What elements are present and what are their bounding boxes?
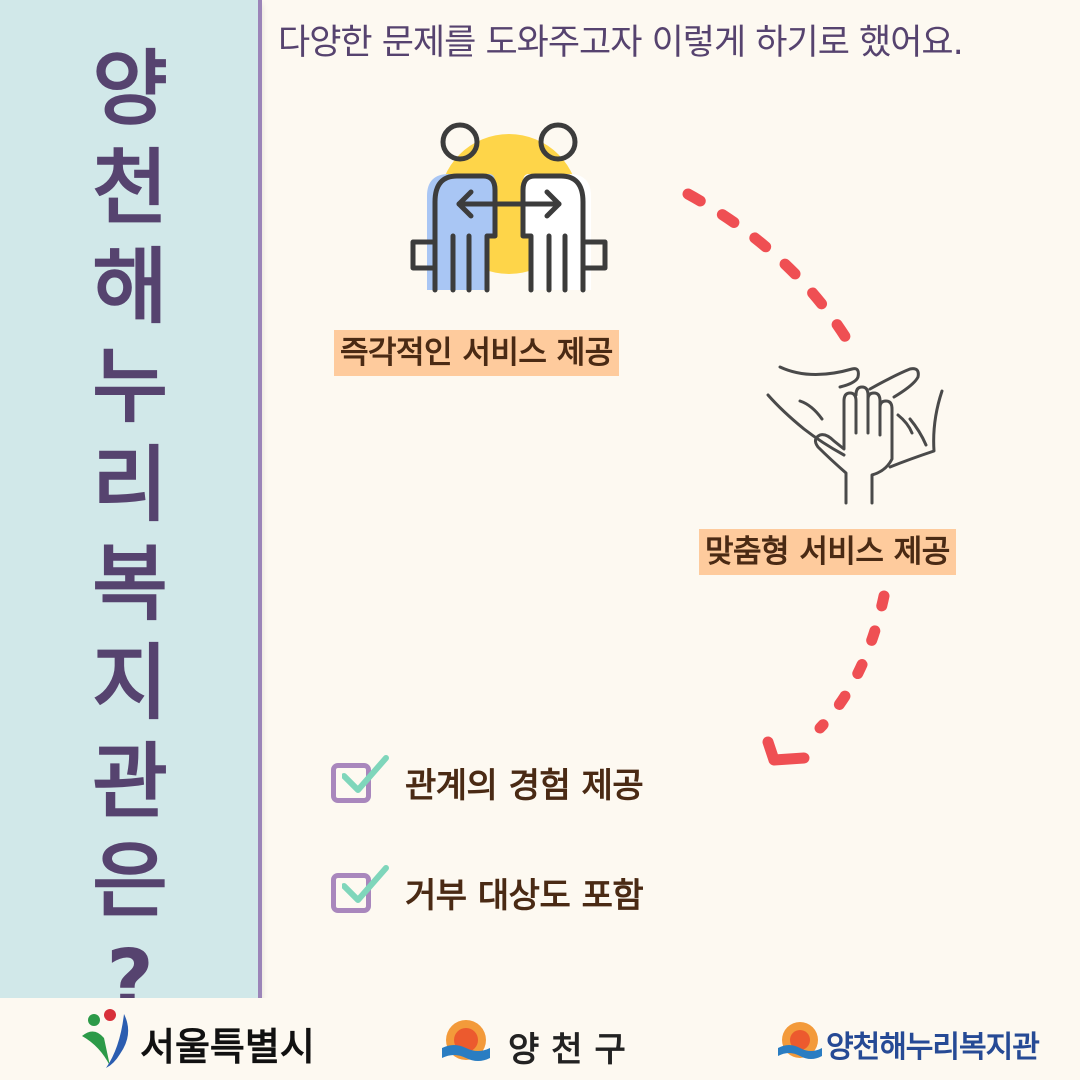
- haenuri-logo-text: 양천해누리복지관: [826, 1030, 1040, 1065]
- checkbox-checked-icon: [331, 754, 389, 803]
- title-char: 관: [92, 735, 168, 830]
- checkbox-checked-icon: [331, 864, 389, 913]
- immediate-service-label: 즉각적인 서비스 제공: [334, 330, 619, 376]
- checklist-label: 거부 대상도 포함: [405, 876, 644, 916]
- sidebar-divider: [258, 0, 262, 998]
- title-char: 지: [92, 636, 168, 731]
- title-char: 해: [92, 240, 168, 335]
- exchange-people-icon: [410, 122, 608, 293]
- checklist-label: 관계의 경험 제공: [405, 766, 644, 806]
- title-char: 양: [92, 42, 168, 137]
- dotted-arrow-icon: [682, 188, 890, 766]
- joined-hands-icon: [766, 365, 944, 505]
- checklist-item: 거부 대상도 포함: [331, 864, 644, 917]
- footer-logos: 서울특별시 양천구 양천해누리복지관: [0, 998, 1080, 1080]
- customized-service-label: 맞춤형 서비스 제공: [699, 529, 956, 575]
- title-char: 리: [92, 438, 168, 533]
- title-char: 은: [92, 834, 168, 929]
- checklist-item: 관계의 경험 제공: [331, 754, 644, 807]
- yangcheon-logo-icon: [442, 1020, 490, 1061]
- haenuri-logo-icon: [778, 1022, 822, 1059]
- title-char: 천: [92, 141, 168, 236]
- seoul-logo-text: 서울특별시: [140, 1025, 315, 1069]
- check-mark-icon: [342, 864, 389, 903]
- vertical-title: 양 천 해 누 리 복 지 관 은 ?: [60, 40, 200, 1030]
- yangcheon-logo-text: 양천구: [508, 1030, 638, 1070]
- sidebar-panel: 양 천 해 누 리 복 지 관 은 ?: [0, 0, 258, 1028]
- seoul-logo-icon: [82, 1009, 129, 1068]
- check-mark-icon: [342, 754, 389, 793]
- header-text: 다양한 문제를 도와주고자 이렇게 하기로 했어요.: [278, 23, 964, 63]
- title-char: 복: [92, 537, 168, 632]
- title-char: 누: [92, 339, 168, 434]
